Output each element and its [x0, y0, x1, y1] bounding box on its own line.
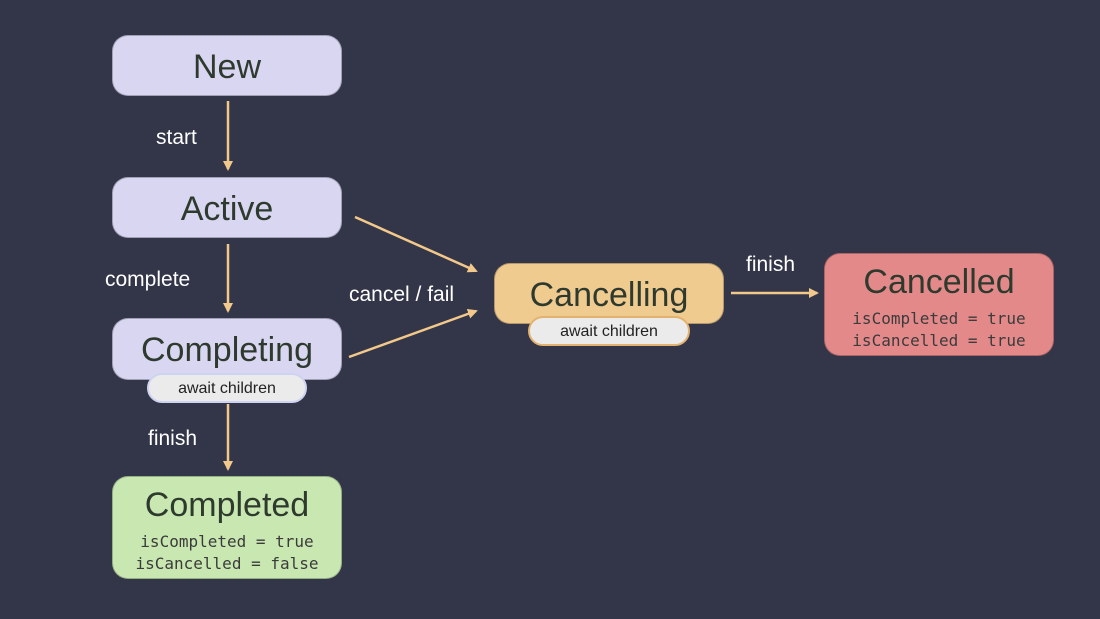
state-completing-title: Completing — [141, 331, 313, 369]
cancelling-await-children-badge: await children — [528, 316, 690, 346]
state-completing: Completing — [112, 318, 342, 380]
arrow-completing-to-cancelling — [348, 309, 478, 359]
state-cancelled-title: Cancelled — [863, 263, 1015, 301]
state-completed: Completed isCompleted = true isCancelled… — [112, 476, 342, 579]
state-completed-title: Completed — [144, 486, 310, 524]
state-cancelled-props: isCompleted = true isCancelled = true — [825, 308, 1053, 352]
state-cancelling: Cancelling — [494, 263, 724, 324]
state-new: New — [112, 35, 342, 96]
state-new-title: New — [192, 48, 262, 86]
cancelled-is-completed: isCompleted = true — [852, 309, 1026, 328]
transition-label-finish-cancelling: finish — [746, 253, 796, 276]
transition-label-finish-completing: finish — [148, 427, 198, 450]
completed-is-completed: isCompleted = true — [140, 532, 314, 551]
transition-label-cancel-fail: cancel / fail — [349, 283, 455, 306]
state-active: Active — [112, 177, 342, 238]
state-active-title: Active — [180, 190, 274, 228]
transition-label-start: start — [156, 126, 197, 149]
state-cancelling-title: Cancelling — [529, 276, 689, 314]
completing-await-children-badge: await children — [147, 373, 307, 403]
state-cancelled: Cancelled isCompleted = true isCancelled… — [824, 253, 1054, 356]
transition-label-complete: complete — [105, 268, 191, 291]
completed-is-cancelled: isCancelled = false — [135, 554, 319, 573]
cancelled-is-cancelled: isCancelled = true — [852, 331, 1026, 350]
state-completed-props: isCompleted = true isCancelled = false — [113, 531, 341, 575]
arrow-active-to-cancelling — [354, 215, 478, 273]
